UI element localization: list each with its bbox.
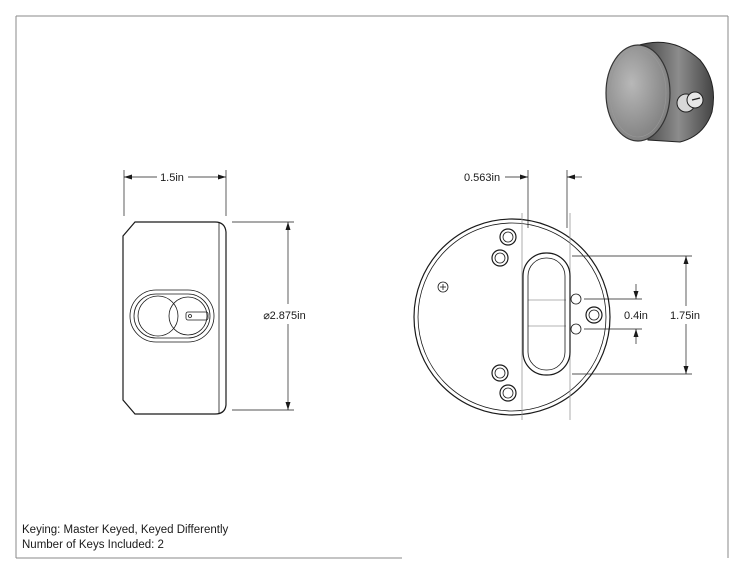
offset-label: 0.563in xyxy=(464,172,500,184)
drawing-border xyxy=(15,15,729,559)
dimension-diameter: ⌀2.875in xyxy=(232,221,306,411)
slot-height-label: 1.75in xyxy=(670,310,700,322)
keys-count-note: Number of Keys Included: 2 xyxy=(22,539,164,551)
center-slot xyxy=(522,252,571,376)
dimension-offset: 0.563in xyxy=(464,170,582,228)
hole-spacing-label: 0.4in xyxy=(624,310,648,322)
diameter-label: ⌀2.875in xyxy=(263,310,306,322)
screw-icon xyxy=(437,281,449,293)
dimension-slot-height: 1.75in xyxy=(572,255,700,375)
notes-block: Keying: Master Keyed, Keyed Differently … xyxy=(22,523,228,553)
isometric-keyway xyxy=(676,91,704,113)
side-view xyxy=(122,221,227,415)
back-view xyxy=(413,213,611,420)
side-view-keyway xyxy=(129,289,215,343)
dimension-hole-spacing: 0.4in xyxy=(584,284,648,344)
width-label: 1.5in xyxy=(160,172,184,184)
dimension-width: 1.5in xyxy=(123,170,227,216)
keying-note: Keying: Master Keyed, Keyed Differently xyxy=(22,524,229,536)
mounting-holes xyxy=(491,228,603,402)
isometric-view xyxy=(605,41,714,143)
